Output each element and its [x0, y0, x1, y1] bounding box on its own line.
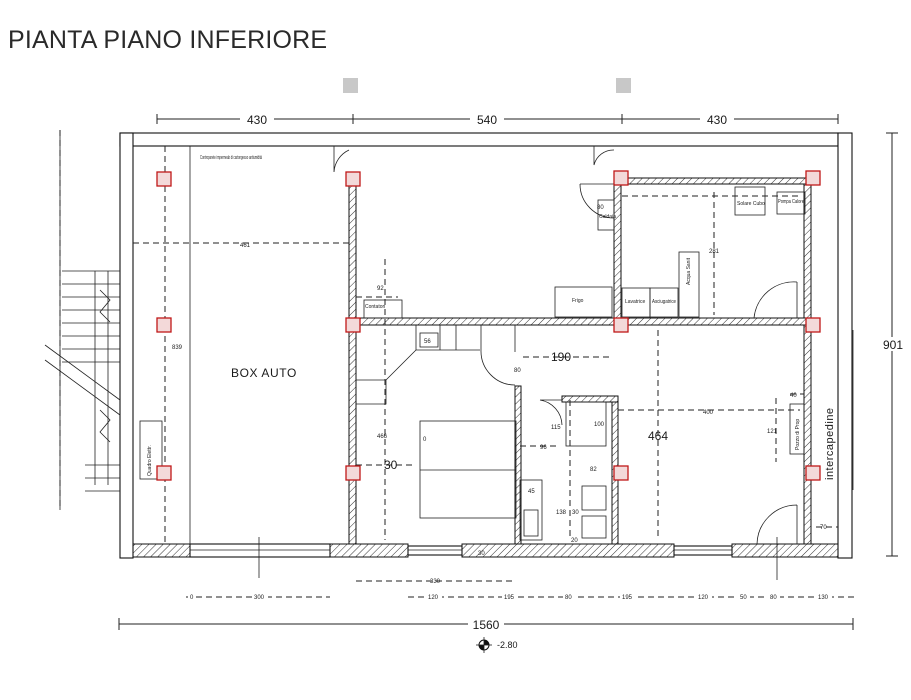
dim-bottom-0: 0 [190, 595, 194, 601]
dim-bottom-120-b: 120 [698, 595, 709, 601]
label-quadro: Quadro Elettr. [147, 445, 153, 476]
dim-0: 0 [423, 437, 427, 443]
label-boiler: Solare Cubo [737, 201, 765, 207]
pillar [345, 317, 361, 333]
right-dimension-line: 901 [877, 132, 911, 557]
dim-bottom-80-a: 80 [565, 595, 572, 601]
bed [419, 420, 517, 519]
dim-115: 115 [551, 425, 561, 431]
label-lavatrice: Lavatrice [625, 299, 646, 305]
label-pompa: Pompa Calore [778, 199, 804, 205]
dim-330: 330 [430, 579, 441, 585]
total-dimension-line: 1560 [118, 617, 854, 632]
dim-466: 466 [377, 434, 388, 440]
dim-top-left: 430 [247, 113, 267, 127]
pillar [345, 171, 361, 187]
interior-walls [348, 177, 815, 545]
bathroom-fixtures [519, 401, 607, 541]
pillar [156, 171, 172, 187]
dim-top-right: 430 [707, 113, 727, 127]
dim-92: 92 [377, 286, 384, 292]
dashed-guides [356, 192, 854, 580]
dim-45: 45 [528, 489, 535, 495]
dim-100: 100 [594, 422, 605, 428]
pillar [613, 170, 629, 186]
page-title: PIANTA PIANO INFERIORE [8, 26, 328, 54]
top-dimension-line: 430 540 430 [156, 112, 839, 127]
dim-30-c: 30 [478, 551, 485, 557]
dim-right: 901 [883, 338, 903, 352]
dim-839: 839 [172, 345, 183, 351]
room-label-464: 464 [648, 429, 668, 443]
internal-stair [356, 325, 480, 405]
section-marker-right [616, 78, 631, 93]
pillar [156, 317, 172, 333]
bottom-dimension-330: 330 [356, 579, 515, 585]
dim-56: 56 [424, 339, 431, 345]
external-stair [44, 270, 121, 492]
dim-70: 70 [820, 525, 827, 531]
dim-461: 461 [240, 243, 251, 249]
dim-121: 121 [767, 429, 778, 435]
dim-bottom-300: 300 [254, 595, 265, 601]
pillar [345, 465, 361, 481]
dim-bottom-80-b: 80 [770, 595, 777, 601]
pillar [805, 465, 821, 481]
dim-bottom-195-b: 195 [622, 595, 633, 601]
dim-bottom-50: 50 [740, 595, 747, 601]
label-frigo: Frigo [572, 298, 584, 304]
room-label-intercapedine: intercapedine [824, 407, 836, 480]
label-pozzo: Pozzo di Prop [795, 419, 801, 450]
dim-total: 1560 [473, 618, 500, 632]
dim-80-b: 80 [514, 368, 521, 374]
dim-281: 281 [709, 249, 720, 255]
dim-bottom-195-a: 195 [504, 595, 515, 601]
label-contatori: Contatori [365, 304, 385, 310]
dim-400: 400 [703, 410, 714, 416]
room-label-box-auto: BOX AUTO [231, 366, 297, 380]
dim-82: 82 [590, 467, 597, 473]
dim-40: 40 [790, 393, 797, 399]
dim-138: 138 [556, 510, 567, 516]
pillars [156, 170, 821, 481]
outer-walls [119, 132, 853, 559]
dim-bottom-120-a: 120 [428, 595, 439, 601]
section-marker-left [343, 78, 358, 93]
level-marker: -2.80 [476, 637, 518, 653]
bottom-dimension-row: 0 300 120 195 80 195 120 50 80 130 [186, 593, 858, 601]
garage-lines [59, 130, 349, 578]
dim-80-a: 80 [597, 205, 604, 211]
dim-bottom-130: 130 [818, 595, 829, 601]
dim-190: 190 [551, 350, 571, 364]
pillar [805, 170, 821, 186]
note-top: Controparete impermeab di cartongesso an… [200, 155, 262, 161]
technical-fixtures [139, 186, 806, 480]
pillar [156, 465, 172, 481]
pillar [613, 465, 629, 481]
label-caldaia: Caldaia [599, 214, 616, 220]
interior-dimensions: 461 839 92 56 80 80 190 281 466 30 0 115… [172, 205, 827, 557]
dim-96: 96 [540, 445, 547, 451]
dim-30-a: 30 [384, 458, 398, 472]
label-asciugatrice: Asciugatrice [652, 299, 676, 305]
dim-30-b: 30 [572, 510, 579, 516]
doors [333, 146, 798, 545]
dim-20: 20 [571, 538, 578, 544]
dim-top-center: 540 [477, 113, 497, 127]
pillar [613, 317, 629, 333]
pillar [805, 317, 821, 333]
label-acqua: Acqua Sanit [686, 257, 692, 285]
level-value: -2.80 [497, 640, 518, 650]
